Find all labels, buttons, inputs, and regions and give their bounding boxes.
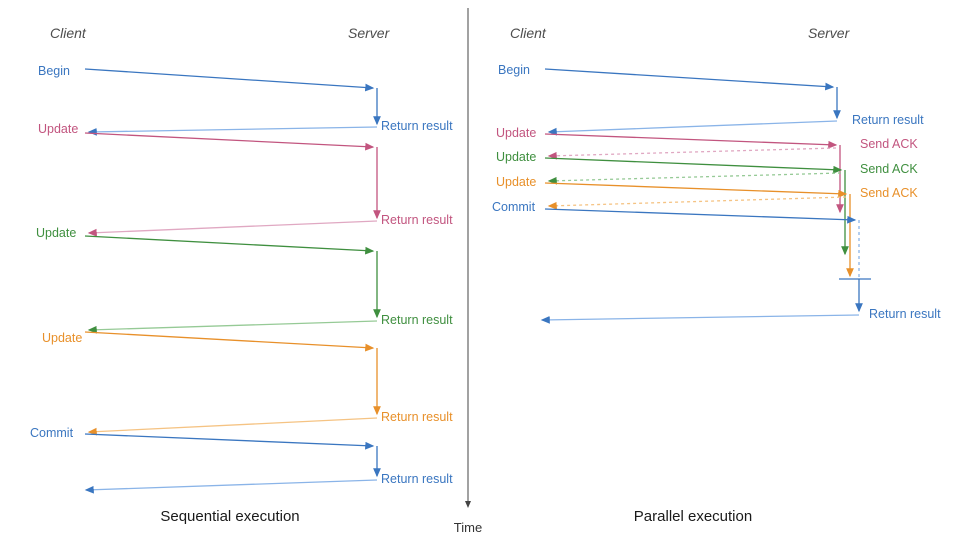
label-update-3: Update (42, 331, 82, 345)
message-arrow-commit (84, 433, 375, 450)
message-arrow-update-1 (84, 132, 375, 151)
p-message-arrow-return-2 (540, 314, 860, 324)
message-arrow-return-5 (84, 479, 378, 494)
p-message-arrow-commit (544, 208, 857, 224)
p-label-ack-2: Send ACK (860, 162, 918, 176)
label-return-5: Return result (381, 472, 453, 486)
p-label-ack-3: Send ACK (860, 186, 918, 200)
p-label-return-2: Return result (869, 307, 941, 321)
message-arrow-begin (84, 68, 375, 92)
message-arrow-return-4 (87, 417, 378, 436)
message-arrow-update-3 (84, 331, 375, 352)
sequential-client-label: Client (50, 25, 87, 41)
sequential-server-label: Server (348, 25, 391, 41)
p-message-arrow-update-1 (544, 133, 838, 149)
p-message-arrow-update-2 (544, 157, 843, 174)
label-return-2: Return result (381, 213, 453, 227)
panel-parallel (540, 68, 871, 324)
p-ack-arrow-green (547, 172, 842, 185)
label-return-1: Return result (381, 119, 453, 133)
time-axis-label: Time (454, 520, 482, 535)
p-label-update-3: Update (496, 175, 536, 189)
parallel-client-label: Client (510, 25, 547, 41)
p-label-update-2: Update (496, 150, 536, 164)
message-arrow-return-3 (87, 320, 378, 334)
p-label-ack-1: Send ACK (860, 137, 918, 151)
label-return-3: Return result (381, 313, 453, 327)
p-message-arrow-update-3 (544, 182, 848, 198)
p-label-begin: Begin (498, 63, 530, 77)
label-begin: Begin (38, 64, 70, 78)
parallel-caption: Parallel execution (634, 508, 752, 525)
sequential-caption: Sequential execution (160, 508, 299, 525)
label-update-2: Update (36, 226, 76, 240)
p-ack-arrow-pink (547, 147, 837, 160)
label-commit: Commit (30, 426, 74, 440)
message-arrow-return-1 (87, 126, 378, 136)
parallel-server-label: Server (808, 25, 851, 41)
label-update-1: Update (38, 122, 78, 136)
message-arrow-return-2 (87, 220, 378, 237)
p-label-update-1: Update (496, 126, 536, 140)
message-arrow-update-2 (84, 235, 375, 255)
label-return-4: Return result (381, 410, 453, 424)
p-ack-arrow-orange (547, 196, 847, 210)
p-message-arrow-begin (544, 68, 835, 91)
p-label-commit: Commit (492, 200, 536, 214)
p-message-arrow-return-1 (547, 120, 838, 136)
panel-sequential (84, 68, 381, 494)
p-label-return-1: Return result (852, 113, 924, 127)
